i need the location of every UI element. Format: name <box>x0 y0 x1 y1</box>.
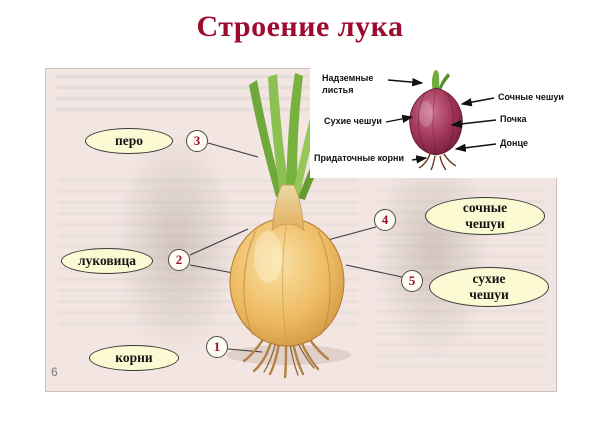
inset-label-pochka: Почка <box>500 114 527 124</box>
inset-onion-illustration <box>385 70 497 171</box>
inset-label-nadzemnye-listya: Надземные листья <box>322 73 374 95</box>
inset-diagram: Надземные листья Сочные чешуи Сухие чешу… <box>310 68 564 178</box>
number-badge-2: 2 <box>168 249 190 271</box>
inset-label-dontse: Донце <box>500 138 528 148</box>
label-pero: перо <box>85 128 173 154</box>
label-sochnye-cheshui: сочные чешуи <box>425 197 545 235</box>
label-korni: корни <box>89 345 179 371</box>
inset-label-sukhie-cheshui: Сухие чешуи <box>324 116 382 126</box>
label-sukhie-cheshui: сухие чешуи <box>429 267 549 307</box>
onion-illustration <box>189 73 403 379</box>
number-badge-4: 4 <box>374 209 396 231</box>
page-number: 6 <box>51 365 58 379</box>
number-badge-3: 3 <box>186 130 208 152</box>
background-ghost-shape <box>116 129 236 359</box>
number-badge-5: 5 <box>401 270 423 292</box>
slide-title: Строение лука <box>196 10 404 43</box>
inset-arrows <box>385 77 497 164</box>
inset-label-pridatochnye-korni: Придаточные корни <box>314 153 404 163</box>
label-lukovitsa: луковица <box>61 248 153 274</box>
background-ghost-shape <box>376 144 491 359</box>
connector-lines <box>189 142 403 353</box>
number-badge-1: 1 <box>206 336 228 358</box>
inset-label-sochnye-cheshui: Сочные чешуи <box>498 92 564 102</box>
